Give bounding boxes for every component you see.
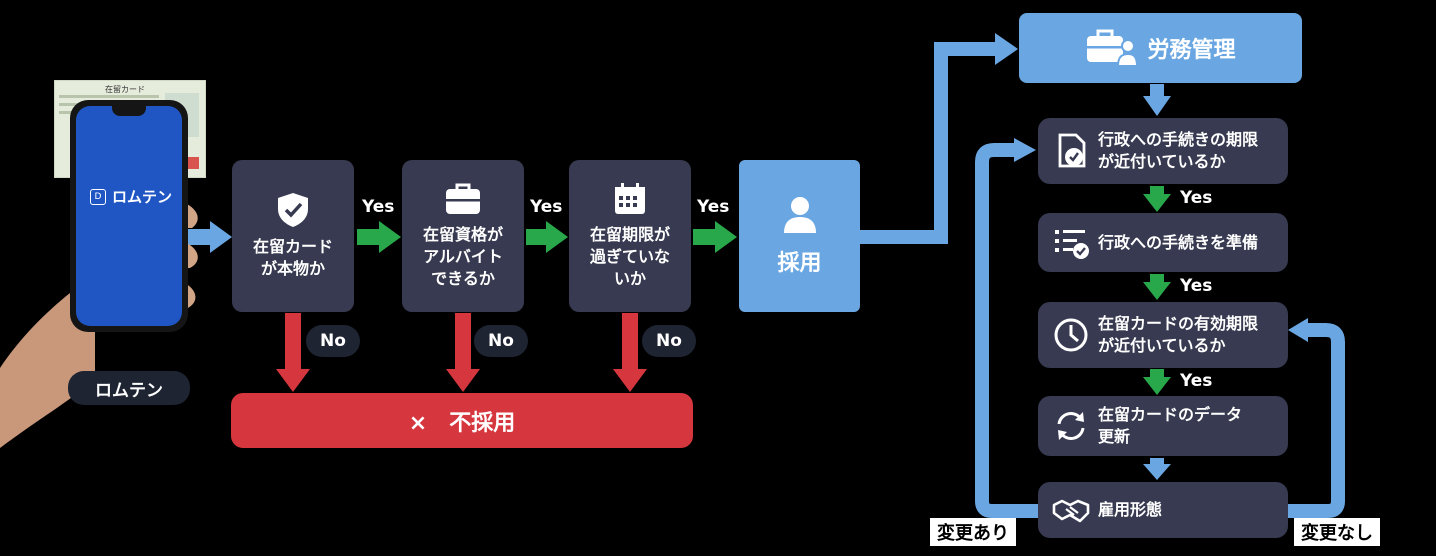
calendar-icon	[615, 183, 645, 214]
phone-screen: D ロムテン	[76, 106, 182, 326]
app-logo-icon: D	[90, 188, 106, 205]
step-admin-prepare: 行政への手続きを準備	[1038, 213, 1288, 272]
no-label-1: No	[306, 325, 360, 357]
refresh-icon	[1057, 412, 1085, 440]
handshake-icon	[1052, 499, 1090, 523]
loop-unchanged-arrow	[1288, 318, 1345, 518]
labor-management-label: 労務管理	[1147, 38, 1236, 63]
app-logo: D ロムテン	[90, 186, 172, 207]
yes-label-3: Yes	[697, 197, 730, 217]
right-yes-label-3: Yes	[1180, 371, 1213, 391]
arrow-update-down	[1143, 458, 1171, 480]
loop-unchanged-label: 変更なし	[1294, 518, 1380, 546]
arrow-no-2	[446, 313, 480, 392]
document-check-icon	[1058, 133, 1086, 168]
arrow-yes-1	[357, 221, 401, 253]
arrow-labor-down	[1143, 84, 1171, 116]
step-expiry: 在留期限が 過ぎていな いか	[569, 160, 691, 312]
arrow-no-3	[613, 313, 647, 392]
no-label-2: No	[474, 325, 528, 357]
right-yes-label-1: Yes	[1180, 188, 1213, 208]
arrow-no-1	[276, 313, 310, 392]
app-name: ロムテン	[112, 188, 173, 206]
clock-icon	[1054, 318, 1088, 352]
step-work-permission: 在留資格が アルバイト できるか	[402, 160, 524, 312]
arrow-yes-2	[526, 221, 568, 253]
reject-bar: × 不採用	[231, 393, 693, 448]
yes-label-2: Yes	[530, 197, 563, 217]
arrow-phone-to-step1	[188, 221, 232, 253]
hire-box: 採用	[739, 160, 860, 312]
arrow-yes-3	[693, 221, 737, 253]
briefcase-person-icon	[1087, 29, 1138, 67]
step-text-admin-prepare: 行政への手続きを準備	[1098, 232, 1259, 252]
loop-changed-arrow	[975, 138, 1038, 518]
smartphone: D ロムテン	[70, 100, 188, 332]
arrow-hire-to-labor	[860, 33, 1018, 244]
residence-card-header: 在留カード	[105, 85, 145, 94]
briefcase-icon	[446, 183, 480, 214]
person-icon	[783, 197, 816, 233]
step-text-employment-type: 雇用形態	[1098, 500, 1163, 519]
shield-check-icon	[278, 193, 308, 227]
loop-changed-label: 変更あり	[930, 518, 1016, 546]
right-yes-label-2: Yes	[1180, 276, 1213, 296]
step-text-admin-deadline: 行政への手続きの期限 が近付いているか	[1098, 130, 1259, 171]
reject-label: × 不採用	[408, 410, 516, 436]
yes-label-1: Yes	[362, 197, 395, 217]
step-admin-deadline: 行政への手続きの期限 が近付いているか	[1038, 118, 1288, 184]
no-label-3: No	[642, 325, 696, 357]
step-text-authentic: 在留カード が本物か	[252, 237, 333, 278]
step-card-update: 在留カードのデータ 更新	[1038, 396, 1288, 456]
step-text-card-update: 在留カードのデータ 更新	[1098, 405, 1243, 446]
arrow-right-yes-2	[1143, 274, 1171, 300]
labor-management-box: 労務管理	[1019, 13, 1302, 83]
step-card-expiry: 在留カードの有効期限 が近付いているか	[1038, 302, 1288, 368]
step-card-authentic: 在留カード が本物か	[232, 160, 354, 312]
phone-illustration: 在留カード D ロムテン	[0, 78, 206, 448]
step-text-work-permission: 在留資格が アルバイト できるか	[422, 225, 503, 288]
hire-label: 採用	[777, 251, 822, 276]
phone-caption: ロムテン	[68, 371, 190, 405]
arrow-right-yes-1	[1143, 186, 1171, 212]
step-text-card-expiry: 在留カードの有効期限 が近付いているか	[1098, 314, 1259, 355]
checklist-icon	[1055, 229, 1089, 259]
step-text-expiry: 在留期限が 過ぎていな いか	[589, 225, 670, 288]
step-employment-type: 雇用形態	[1038, 482, 1288, 538]
arrow-right-yes-3	[1143, 369, 1171, 395]
